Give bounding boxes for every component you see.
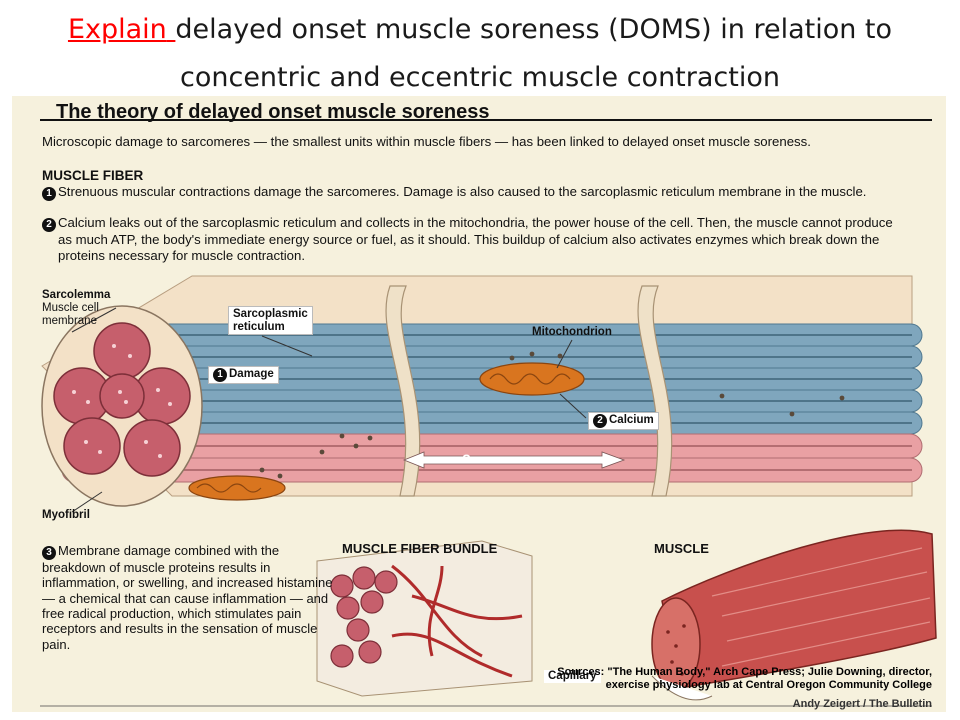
z-disks [385,285,673,497]
label-mitochondrion: Mitochondrion [532,326,612,338]
calcium-dots [259,351,845,479]
label-muscle-fiber-bundle: MUSCLE FIBER BUNDLE [342,541,498,556]
mitochondria [188,362,585,501]
step-number-badge: 2 [593,414,607,428]
artist-credit: Andy Zeigert / The Bulletin [792,698,932,710]
figure-intro: Microscopic damage to sarcomeres — the s… [42,134,811,149]
label-capillary: Capillary [544,670,601,683]
label-one-sarcomere: One sarcomere [462,454,546,466]
muscle-illustration [40,119,937,707]
label-sarcolemma: Sarcolemma [42,289,111,301]
label-myofibril: Myofibril [42,509,90,521]
sarcomere-arrow [402,451,626,469]
label-calcium-text: Calcium [609,414,654,426]
step-text: Calcium leaks out of the sarcoplasmic re… [58,215,893,263]
step-text: Membrane damage combined with the breakd… [42,543,333,652]
step-number-badge: 1 [42,187,56,201]
muscle-fiber-bundle [316,540,533,697]
label-sarcoplasmic-reticulum: Sarcoplasmic reticulum [228,306,313,336]
muscle-drawing [651,529,937,701]
section-heading: MUSCLE FIBER [42,168,144,183]
slide-title: Explain delayed onset muscle soreness (DO… [0,6,960,102]
label-leaders [71,307,587,513]
label-muscle-cell-membrane: Muscle cell membrane [42,302,99,327]
step-number-badge: 1 [213,368,227,382]
step-number-badge: 2 [42,218,56,232]
step-number-badge: 3 [42,546,56,560]
sources-note: Sources: "The Human Body," Arch Cape Pre… [557,666,932,692]
label-muscle: MUSCLE [654,541,709,556]
step-text: Strenuous muscular contractions damage t… [58,184,867,199]
title-rest: delayed onset muscle soreness (DOMS) in … [175,14,893,93]
figure-title: The theory of delayed onset muscle soren… [56,101,490,123]
fiber-cross-section [41,305,203,507]
doms-figure: The theory of delayed onset muscle soren… [12,96,946,712]
label-damage-text: Damage [229,368,274,380]
title-highlight: Explain [67,14,167,45]
